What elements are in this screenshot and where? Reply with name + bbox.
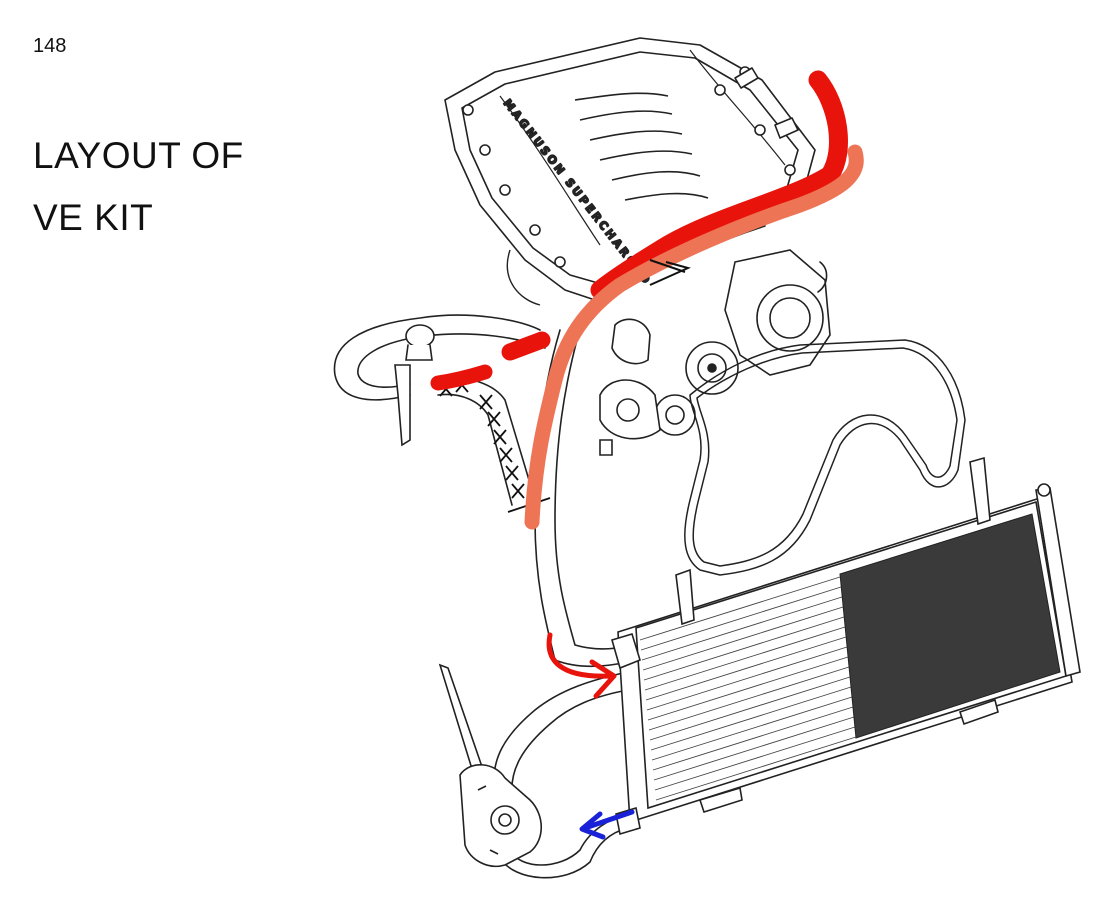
serpentine-belt — [684, 339, 966, 576]
new-hose-markup — [524, 144, 864, 530]
hot-hose-markup — [430, 70, 849, 391]
flow-arrow-marks — [649, 259, 691, 286]
radiator-fins — [639, 576, 857, 801]
title-line-1: LAYOUT OF — [33, 135, 244, 176]
page-title: LAYOUT OF VE KIT — [33, 125, 333, 249]
page-number: 148 — [33, 35, 67, 57]
coolant-out-arrow — [579, 809, 635, 840]
water-pump — [438, 663, 542, 867]
title-line-2: VE KIT — [33, 197, 154, 238]
radiator — [611, 456, 1081, 836]
front-accessory-drive — [599, 249, 831, 456]
coolant-in-arrow — [546, 632, 617, 699]
